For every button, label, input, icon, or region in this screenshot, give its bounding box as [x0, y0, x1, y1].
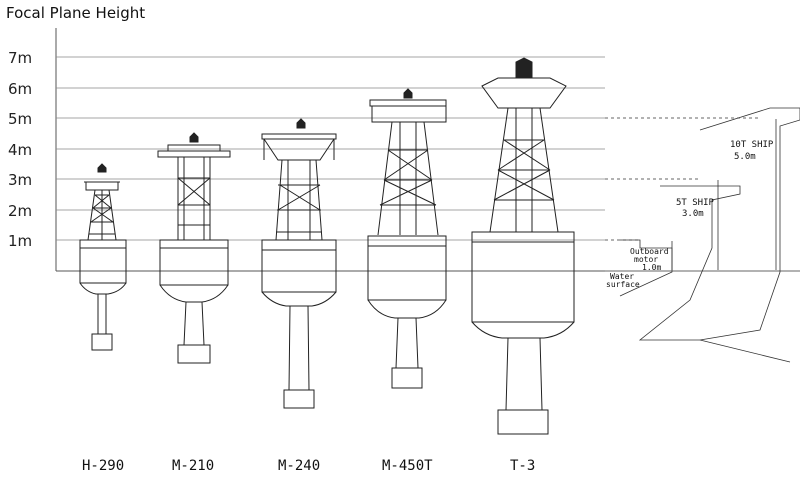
hull-10t — [699, 107, 800, 363]
label-10t-height: 5.0m — [734, 152, 756, 162]
label-5t-height: 3.0m — [682, 209, 704, 219]
label-outboard-height: 1.0m — [642, 263, 661, 272]
label-outboard-line1: Outboard — [630, 247, 669, 256]
buoy-labels: H-290 M-210 M-240 M-450T T-3 — [82, 458, 535, 474]
buoy-label-m210: M-210 — [172, 458, 214, 474]
y-label-7m: 7m — [8, 49, 32, 67]
y-label-3m: 3m — [8, 171, 32, 189]
y-label-6m: 6m — [8, 80, 32, 98]
y-label-2m: 2m — [8, 202, 32, 220]
y-label-5m: 5m — [8, 110, 32, 128]
buoy-label-m240: M-240 — [278, 458, 320, 474]
buoy-label-h290: H-290 — [82, 458, 124, 474]
diagram-title: Focal Plane Height — [6, 4, 146, 22]
hull-5t — [638, 185, 741, 341]
reference-labels: 10T SHIP 5.0m 5T SHIP 3.0m Outboard moto… — [606, 140, 774, 289]
gridlines — [56, 56, 605, 241]
buoy-label-m450t: M-450T — [382, 458, 433, 474]
y-label-4m: 4m — [8, 141, 32, 159]
y-label-1m: 1m — [8, 232, 32, 250]
buoy-label-t3: T-3 — [510, 458, 535, 474]
hull-outboard — [619, 239, 673, 297]
label-outboard-line2: motor — [634, 255, 658, 264]
buoy-t3-drawing — [471, 57, 575, 435]
label-water-line2: surface — [606, 280, 640, 289]
reference-heights — [605, 107, 800, 363]
buoy-m450t-drawing — [367, 88, 447, 389]
y-axis-labels: 1m 2m 3m 4m 5m 6m 7m — [8, 49, 32, 250]
buoy-m210-drawing — [157, 132, 231, 364]
label-water-line1: Water — [610, 272, 634, 281]
buoy-m240-drawing — [261, 118, 337, 409]
label-5t-ship: 5T SHIP — [676, 198, 715, 208]
buoy-h290-drawing — [79, 163, 127, 351]
label-10t-ship: 10T SHIP — [730, 140, 774, 150]
